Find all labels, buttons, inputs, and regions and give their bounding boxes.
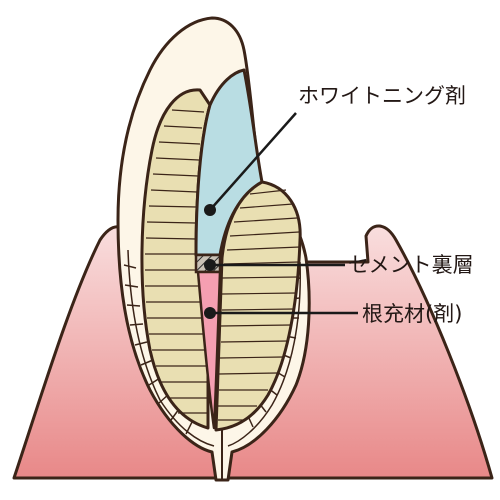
label-whitening-agent: ホワイトニング剤 xyxy=(298,84,466,108)
label-root-filling: 根充材(剤) xyxy=(362,302,463,326)
dentin-right-stripes xyxy=(218,189,301,421)
leader-filling xyxy=(204,307,358,319)
dentin-left-stripes xyxy=(145,109,208,414)
dentin-right xyxy=(214,180,302,432)
leader-cement xyxy=(204,259,345,271)
leader-whitening xyxy=(204,112,297,216)
label-cement-layer: セメント裏層 xyxy=(348,253,474,277)
